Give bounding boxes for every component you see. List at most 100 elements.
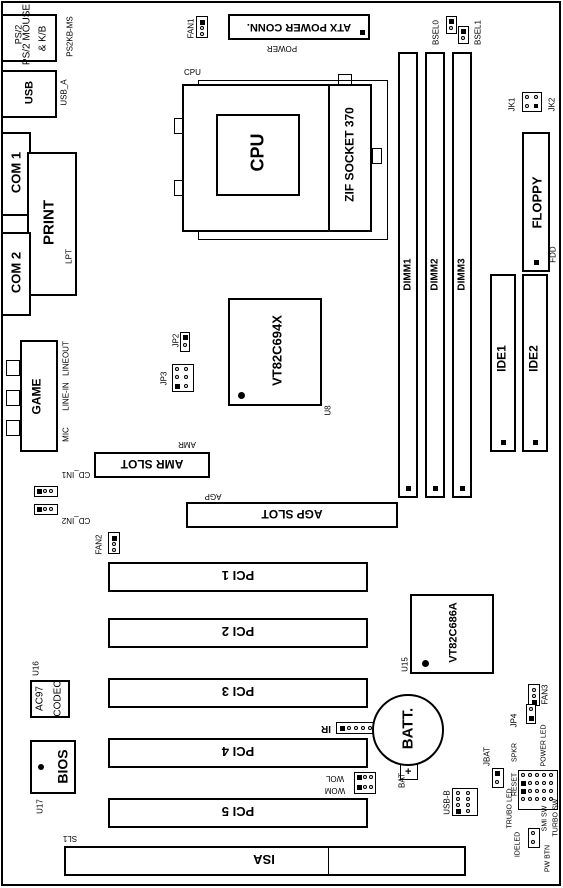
battery-plus-box [400, 764, 418, 780]
fan3-label: FAN3 [540, 684, 550, 705]
bsel0-jumper [446, 16, 457, 34]
cpu-socket-lever [328, 86, 372, 230]
pw-btn-header [528, 828, 540, 848]
com2-label: COM 2 [8, 251, 24, 294]
power-tag: POWER [266, 44, 298, 53]
amr-label: AMR SLOT [120, 457, 184, 471]
northbridge-chip [228, 298, 322, 406]
isa-slot [64, 846, 466, 876]
lpt-label: LPT [64, 249, 74, 264]
wol-header [354, 772, 376, 794]
socket-label: ZIF SOCKET 370 [342, 107, 357, 202]
jp4-jumper [526, 704, 536, 724]
cd-in1-header [34, 486, 58, 497]
jbat-label: JBAT [482, 747, 492, 766]
socket-tab-right [372, 148, 382, 164]
battery-label: BATT. [399, 707, 417, 750]
jk1-jumper [522, 92, 542, 112]
lineout-label: LINEOUT [61, 341, 71, 376]
com2-connector [3, 232, 31, 316]
isa-tag: SL1 [62, 834, 78, 843]
pci3-label: PCI 3 [221, 684, 255, 699]
fan1-header [196, 16, 208, 38]
ide2-label: IDE2 [526, 345, 541, 372]
game-label: GAME [29, 378, 44, 415]
pci3-slot [108, 678, 368, 708]
ide1-connector [490, 274, 516, 452]
codec-label-1: AC97 [34, 686, 46, 712]
pci2-slot [108, 618, 368, 648]
wol-label: WOL [325, 774, 345, 783]
cd-in2-header [34, 504, 58, 515]
print-connector [27, 152, 77, 296]
com1-label: COM 1 [8, 151, 24, 194]
bios-label: BIOS [54, 749, 71, 784]
agp-label: AGP SLOT [261, 507, 323, 521]
u8-label: U8 [323, 405, 333, 416]
ps2-side-label: PS2KB-MS [65, 16, 75, 57]
floppy-label: FLOPPY [529, 176, 545, 229]
pw-btn-label: PW BTN [544, 844, 552, 873]
ide1-label: IDE1 [494, 345, 509, 372]
socket-tab-left2 [174, 180, 184, 196]
mic-label: MIC [61, 427, 71, 442]
jbat-jumper [492, 768, 504, 788]
pci1-slot [108, 562, 368, 592]
atx-power-label: ATX POWER CONN. [246, 21, 352, 33]
ps2-label-kb: & K/B [37, 25, 49, 52]
dimm2-slot [425, 52, 445, 498]
turbo-sw-label: TURBO SW [552, 798, 560, 837]
bios-chip [30, 740, 76, 794]
dimm1-slot [398, 52, 418, 498]
northbridge-label: VT82C694X [269, 315, 285, 386]
smi-sw-label: SMI SW [541, 805, 549, 832]
linein-label: LINE-IN [61, 382, 71, 411]
bat-tag: BAT [397, 773, 407, 788]
pci5-slot [108, 798, 368, 828]
front-panel-header [518, 770, 558, 810]
bsel0-label: BSEL0 [431, 20, 441, 45]
dimm3-slot [452, 52, 472, 498]
isa-label: ISA [253, 852, 275, 867]
u15-label: U15 [400, 657, 410, 672]
amr-tag: AMR [178, 440, 196, 449]
usb-label: USB [23, 80, 36, 105]
atx-power-connector [228, 14, 370, 40]
floppy-connector [522, 132, 550, 272]
jp3-label: JP3 [159, 371, 169, 386]
power-led-label: POWER LED [540, 724, 548, 767]
codec-label-2: CODEC [52, 680, 64, 717]
pci4-slot [108, 738, 368, 768]
u17-label: U17 [35, 799, 45, 814]
ps2-connector: PS/2 [3, 14, 57, 62]
dimm1-label: DIMM1 [402, 258, 414, 291]
u16-label: U16 [31, 661, 41, 676]
wom-label: WOM [324, 786, 346, 795]
jp3-jumper [172, 364, 194, 392]
game-connector [20, 340, 58, 452]
spkr-label: SPKR [511, 742, 519, 763]
jp2-jumper [180, 332, 190, 352]
ps2-label: PS/2 MOUSE [21, 3, 33, 66]
ps2-label-b: MOUSE [21, 3, 33, 41]
jp4-label: JP4 [509, 713, 519, 728]
battery [372, 694, 444, 766]
socket-tab-left [174, 118, 184, 134]
amr-slot [94, 452, 210, 478]
jk2-label: JK2 [547, 97, 557, 112]
pci1-label: PCI 1 [221, 568, 255, 583]
usb-connector [3, 70, 57, 118]
southbridge-label: VT82C686A [447, 602, 460, 663]
battery-plus: + [405, 766, 412, 778]
fan3-header [528, 684, 540, 706]
ideled-label: IDELED [514, 831, 522, 858]
usb-side-label: USB_A [59, 79, 69, 106]
socket-tab-top [338, 74, 352, 86]
fdd-label: FDD [548, 246, 558, 263]
bsel1-label: BSEL1 [473, 20, 483, 45]
fan1-label: FAN1 [186, 18, 196, 39]
cpu-socket [182, 84, 372, 232]
dimm2-label: DIMM2 [429, 258, 441, 291]
ir-header [336, 722, 374, 734]
